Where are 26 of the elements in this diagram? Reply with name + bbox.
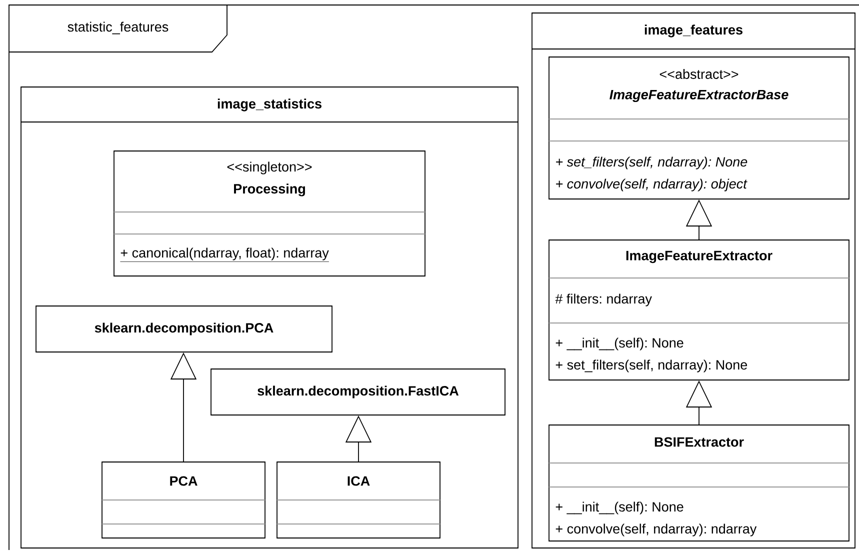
member-text: + canonical(ndarray, float): ndarray	[120, 248, 330, 262]
class-name: sklearn.decomposition.FastICA	[258, 386, 459, 398]
class-name: ICA	[348, 476, 370, 486]
member-text: + convolve(self, ndarray): ndarray	[556, 524, 757, 536]
class-box	[114, 150, 426, 276]
class-box	[548, 240, 850, 380]
member-text: + __init__(self): None	[556, 338, 684, 350]
class-box	[548, 424, 850, 542]
member-text: + convolve(self, ndarray): object	[556, 178, 748, 192]
class-name: Processing	[234, 184, 305, 196]
class-box	[102, 462, 266, 538]
class-name: image_statistics	[218, 98, 322, 112]
stereotype: <<abstract>>	[660, 69, 738, 79]
member-text: # filters: ndarray	[555, 294, 652, 306]
member-text: + set_filters(self, ndarray): None	[556, 360, 748, 372]
class-name: ImageFeatureExtractor	[626, 250, 772, 264]
class-name: image_features	[644, 24, 742, 38]
class-name: ImageFeatureExtractorBase	[610, 90, 788, 102]
member-text: + __init__(self): None	[556, 502, 684, 514]
class-box	[548, 56, 850, 200]
stereotype: <<singleton>>	[227, 162, 312, 174]
class-name: PCA	[170, 476, 198, 486]
class-name: BSIFExtractor	[654, 437, 744, 447]
class-name: sklearn.decomposition.PCA	[94, 322, 274, 336]
class-box	[276, 462, 440, 538]
member-text: + set_filters(self, ndarray): None	[556, 156, 748, 170]
